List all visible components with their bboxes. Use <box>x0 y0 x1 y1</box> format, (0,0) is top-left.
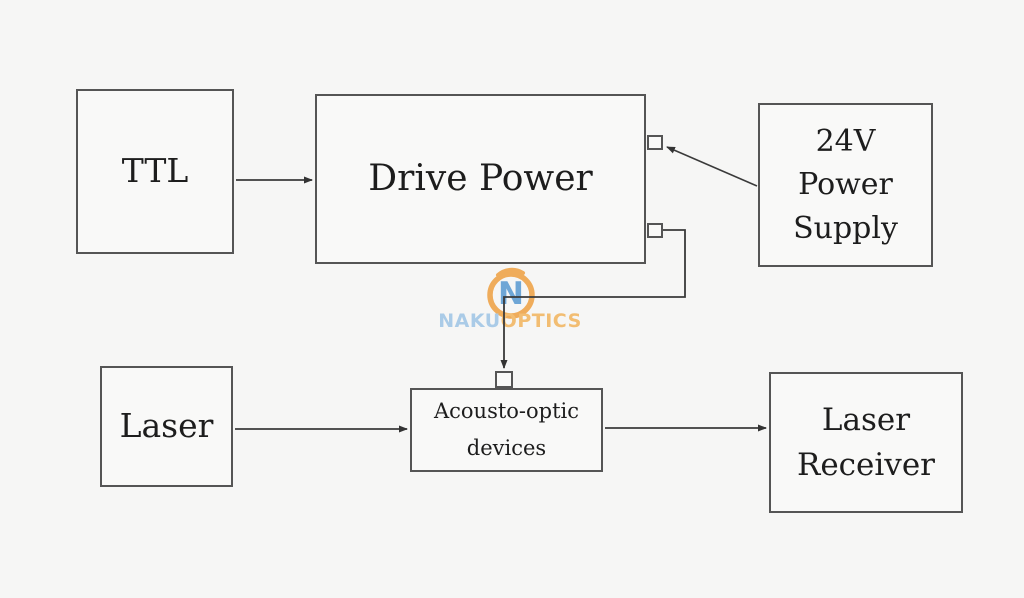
logo-circle <box>487 271 535 319</box>
node-24v-power-supply: 24V Power Supply <box>758 103 933 267</box>
logo-swirl <box>496 267 525 277</box>
nakuoptics-monogram: N <box>498 276 524 312</box>
drive-power-output-port-top <box>647 135 663 150</box>
wordmark-optics: OPTICS <box>500 310 582 332</box>
psu-to-drive-arrow <box>666 146 758 187</box>
aod-input-port <box>495 371 513 388</box>
receiver-label-line1: Laser <box>821 401 911 438</box>
receiver-label-line2: Receiver <box>797 446 935 483</box>
aod-label-line1: Acousto-optic <box>433 399 580 424</box>
node-ttl: TTL <box>76 89 234 254</box>
node-laser-receiver: Laser Receiver <box>769 372 963 513</box>
psu-label-line1: 24V <box>815 123 876 159</box>
nakuoptics-wordmark: NAKUOPTICS <box>424 310 596 332</box>
aod-label-line2: devices <box>466 436 547 460</box>
psu-label-line3: Supply <box>793 210 898 246</box>
node-laser: Laser <box>100 366 233 487</box>
nakuoptics-logo-ring-icon <box>487 267 535 319</box>
node-drive-power: Drive Power <box>315 94 646 264</box>
drive-power-output-port-bottom <box>647 223 663 238</box>
wordmark-naku: NAKU <box>438 310 501 332</box>
laser-label: Laser <box>119 406 214 446</box>
ttl-label: TTL <box>121 151 189 191</box>
node-acousto-optic-devices: Acousto-optic devices <box>410 388 603 472</box>
drive-power-label: Drive Power <box>368 157 593 199</box>
psu-label-line2: Power <box>798 167 893 203</box>
